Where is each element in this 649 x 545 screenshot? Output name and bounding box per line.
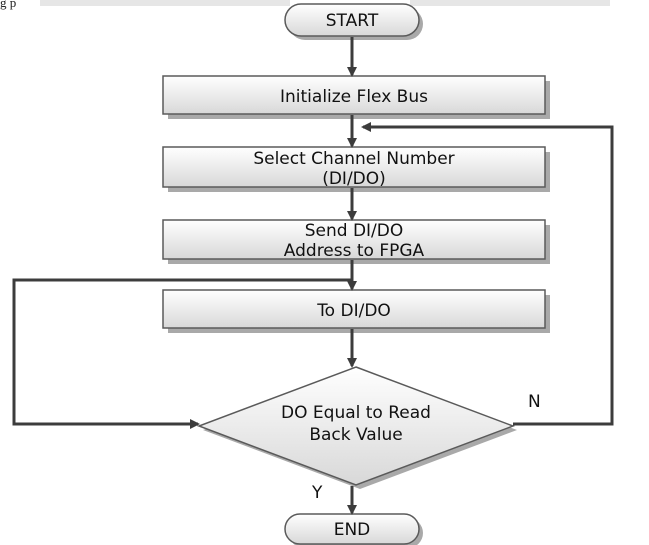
- send-address-label-line1: Send DI/DO: [305, 221, 404, 241]
- initialize-flex-bus-label: Initialize Flex Bus: [280, 87, 428, 107]
- decision-label-line1: DO Equal to Read: [281, 403, 431, 423]
- edge-label-yes: Y: [311, 483, 323, 503]
- edge-label-no: N: [528, 392, 541, 412]
- caption-fragment-ink-1: [40, 0, 290, 6]
- select-channel-label-line2: (DI/DO): [322, 169, 386, 189]
- end-label: END: [334, 520, 371, 540]
- loop-left-branch: [12, 278, 352, 429]
- to-dido-box: To DI/DO: [162, 289, 550, 333]
- connectors: [12, 37, 614, 515]
- send-address-label-line2: Address to FPGA: [284, 241, 425, 261]
- caption-fragment: g p: [0, 0, 16, 10]
- decision-label-line2: Back Value: [309, 425, 402, 445]
- select-channel-box: Select Channel Number (DI/DO): [162, 146, 550, 192]
- start-label: START: [326, 11, 379, 31]
- to-dido-label: To DI/DO: [316, 301, 391, 321]
- select-channel-label-line1: Select Channel Number: [253, 149, 454, 169]
- end-terminal: END: [284, 513, 423, 545]
- decision-diamond: DO Equal to Read Back Value: [196, 366, 517, 489]
- loop-no-branch: [361, 122, 614, 426]
- caption-fragment-ink-2: [410, 0, 610, 6]
- initialize-flex-bus-box: Initialize Flex Bus: [162, 75, 550, 119]
- send-address-box: Send DI/DO Address to FPGA: [162, 219, 550, 264]
- start-terminal: START: [284, 3, 423, 40]
